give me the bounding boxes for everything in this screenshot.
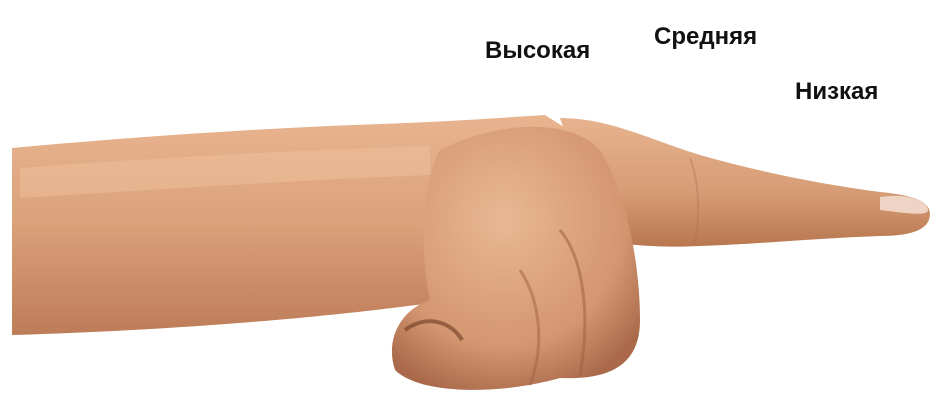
label-low: Низкая (795, 80, 878, 104)
label-medium: Средняя (654, 25, 757, 49)
label-high: Высокая (485, 39, 590, 63)
